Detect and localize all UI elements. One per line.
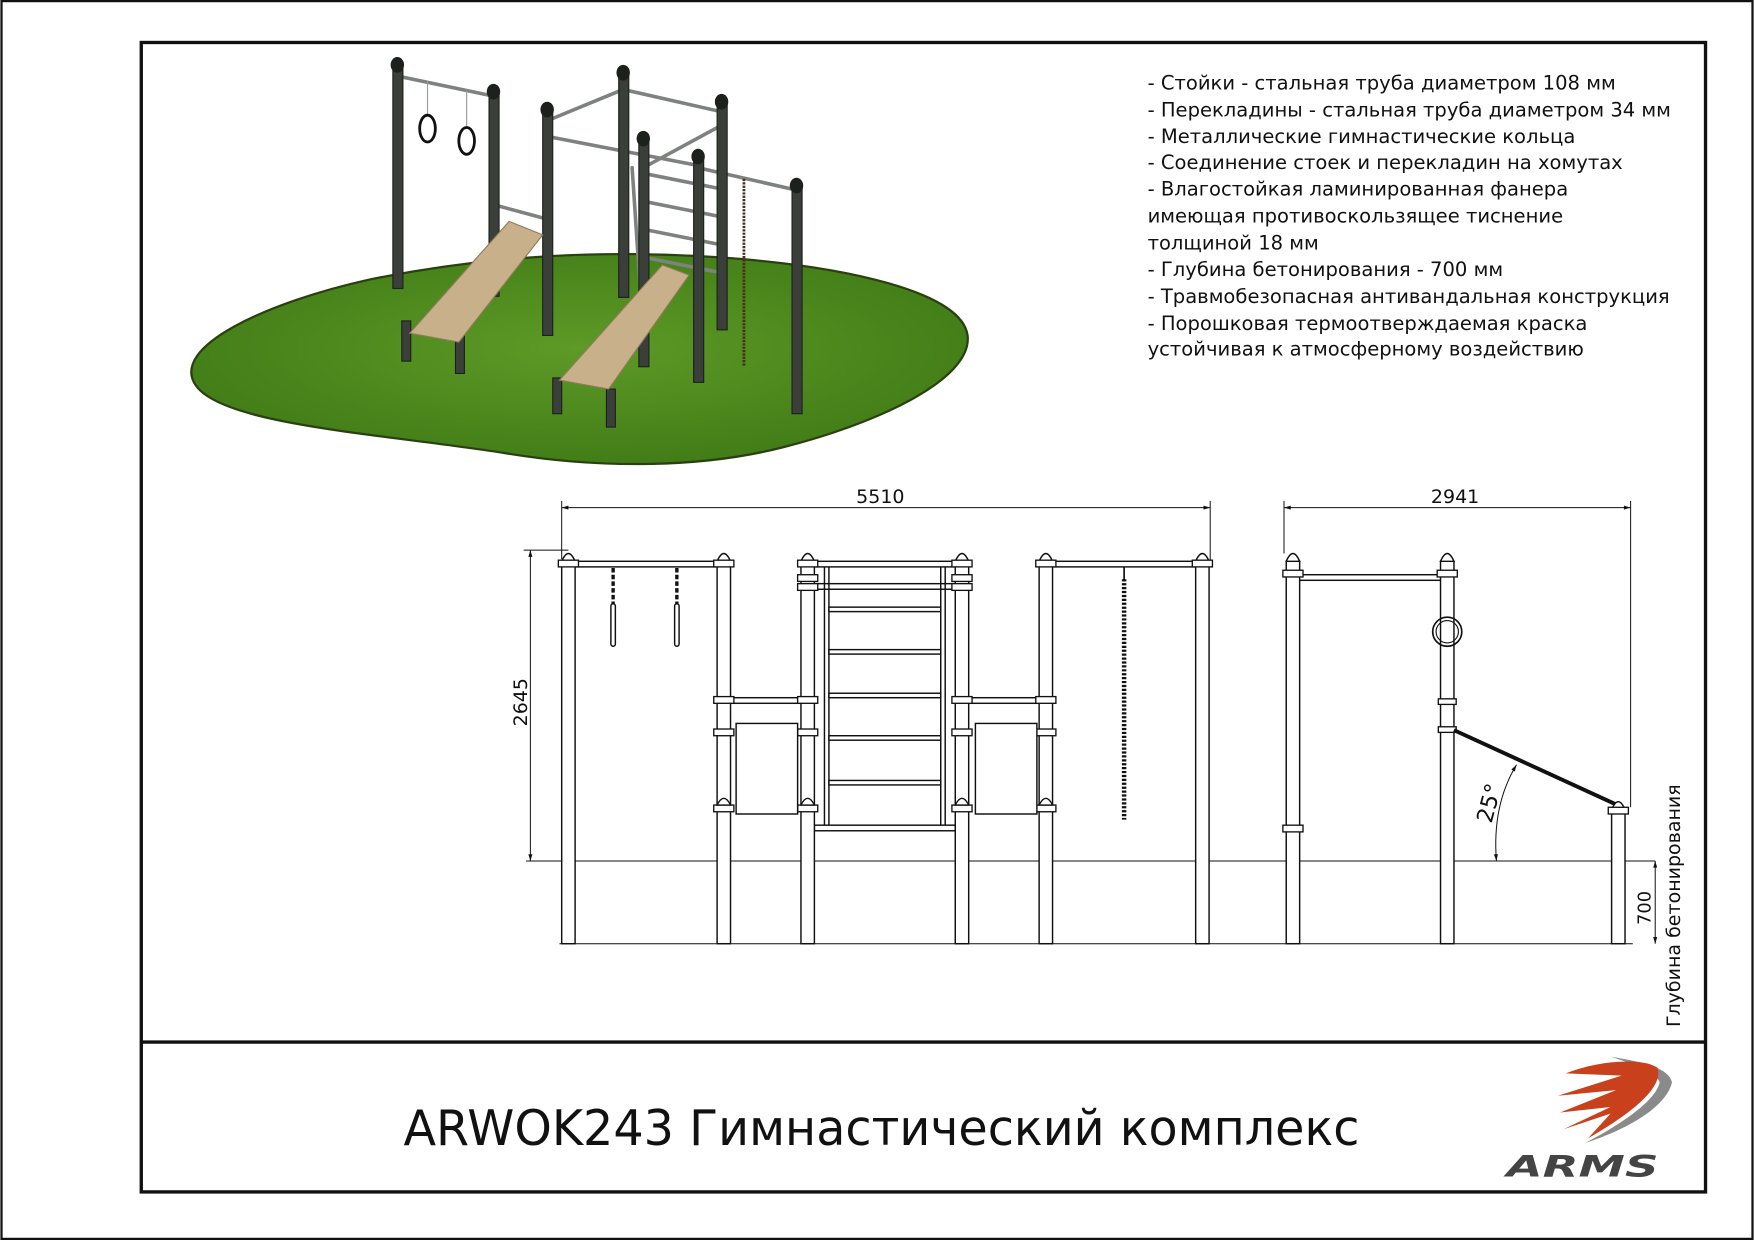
angle-label: 25° [1472,781,1507,826]
spec-line: - Перекладины - стальная труба диаметром… [1148,98,1671,121]
inclined-board [1453,728,1616,806]
concrete-depth-label: 700 [1635,891,1656,925]
height-dimension-label: 2645 [510,678,532,726]
front-posts [557,552,1214,945]
drawing-frame [139,40,1708,1194]
wall-bars [813,566,956,832]
front-view: 5510 2645 [510,486,1656,945]
specifications-list: - Стойки - стальная труба диаметром 108 … [1148,71,1671,360]
spec-line: имеющая противоскользящее тиснение [1148,205,1564,228]
concrete-depth-caption: Глубина бетонирования [1663,784,1685,1027]
side-view: 2941 25° 700 Глубина бетонирования [1282,486,1685,1027]
spec-line: - Металлические гимнастические кольца [1148,125,1576,148]
width-dimension-label: 5510 [856,486,904,508]
spec-line: - Глубина бетонирования - 700 мм [1148,258,1504,281]
spec-line: - Влагостойкая ламинированная фанера [1148,178,1569,201]
spec-line: - Соединение стоек и перекладин на хомут… [1148,151,1623,174]
bench-board-front [974,722,1038,815]
spec-line: - Стойки - стальная труба диаметром 108 … [1148,71,1616,94]
logo-text: ARMS [1503,1149,1658,1183]
arms-logo: ARMS [1503,1056,1672,1183]
spec-line: толщиной 18 мм [1148,231,1319,254]
ring-icon [457,126,476,156]
ring-icon [418,113,437,144]
bench-board-front [735,722,799,815]
render-3d-view [190,57,969,466]
product-title: ARWOK243 Гимнастический комплекс [403,1099,1359,1157]
bench-board [408,220,544,343]
depth-width-dimension-label: 2941 [1431,486,1479,508]
spec-line: - Порошковая термоотверждаемая краска [1148,312,1588,335]
spec-line: устойчивая к атмосферному воздействию [1148,338,1584,361]
spec-line: - Травмобезопасная антивандальная констр… [1148,285,1670,308]
bench-board [558,264,691,390]
ring-icon [1431,616,1463,648]
